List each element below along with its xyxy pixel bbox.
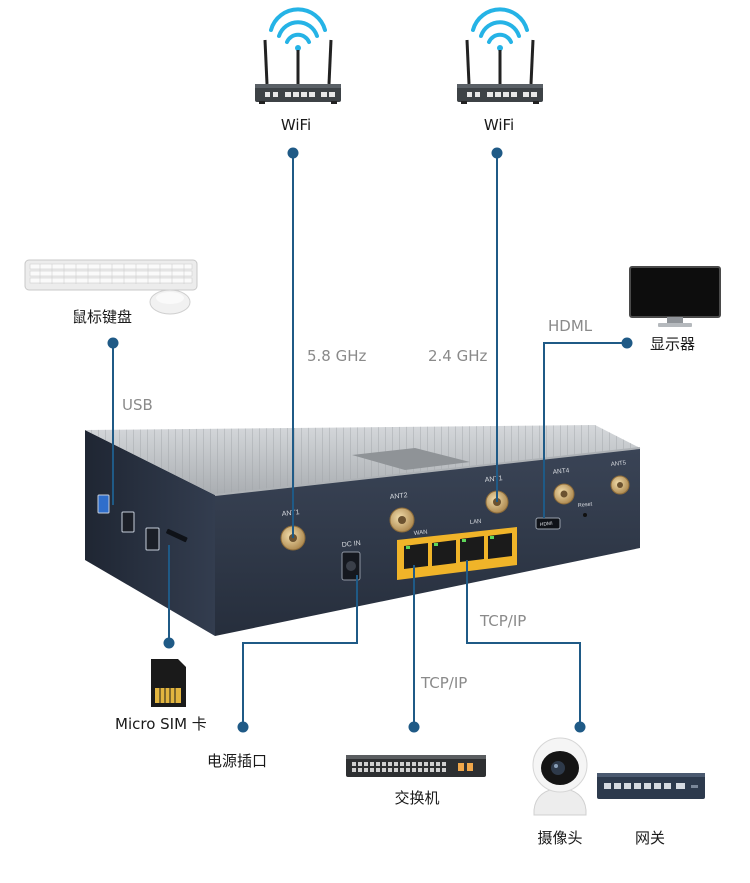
port-label-ant3: ANT1 bbox=[484, 475, 503, 484]
label-camera: 摄像头 bbox=[537, 829, 583, 847]
line-gateway bbox=[466, 560, 581, 727]
label-switch: 交换机 bbox=[394, 789, 440, 807]
wifi-signal-icon bbox=[269, 7, 327, 51]
gateway-icon bbox=[597, 773, 705, 799]
port-label-dc-in: DC IN bbox=[341, 540, 361, 549]
label-tcp-ip-lower: TCP/IP bbox=[421, 674, 468, 692]
label-usb: USB bbox=[122, 396, 153, 414]
line-hdmi bbox=[543, 342, 627, 518]
port-label-ant2: ANT2 bbox=[389, 492, 408, 501]
label-keyboard-mouse: 鼠标键盘 bbox=[72, 308, 133, 326]
connector-dots bbox=[107, 147, 633, 733]
label-wifi-right: WiFi bbox=[483, 116, 515, 134]
reset-button bbox=[583, 513, 587, 517]
wifi-signal-icon bbox=[471, 7, 529, 51]
usb-port-group bbox=[97, 494, 188, 551]
port-label-reset: Reset bbox=[578, 501, 593, 509]
dc-in-port bbox=[341, 551, 361, 581]
label-band-5g: 5.8 GHz bbox=[307, 347, 367, 365]
label-wifi-left: WiFi bbox=[280, 116, 312, 134]
sim-card-icon bbox=[151, 659, 186, 707]
edge-router-device: ANT1 ANT2 ANT1 ANT4 ANT5 DC IN WAN LAN H… bbox=[85, 425, 641, 636]
label-hdml: HDML bbox=[548, 317, 593, 335]
label-display: 显示器 bbox=[650, 335, 696, 353]
port-label-ant5: ANT5 bbox=[611, 460, 628, 468]
port-label-ant1: ANT1 bbox=[281, 509, 300, 518]
hdmi-port bbox=[535, 517, 561, 530]
wifi-router-right bbox=[457, 7, 543, 104]
connector-lines bbox=[112, 153, 627, 727]
port-label-lan: LAN bbox=[470, 519, 482, 526]
port-label-hdmi: HDMI bbox=[540, 521, 553, 528]
camera-icon bbox=[532, 737, 588, 816]
label-gateway: 网关 bbox=[634, 829, 666, 847]
monitor-icon bbox=[629, 266, 721, 327]
port-label-wan: WAN bbox=[414, 530, 428, 537]
port-label-ant4: ANT4 bbox=[552, 467, 570, 476]
label-micro-sim: Micro SIM 卡 bbox=[115, 715, 207, 733]
line-power bbox=[242, 575, 358, 727]
label-tcp-ip-upper: TCP/IP bbox=[480, 612, 527, 630]
label-band-24g: 2.4 GHz bbox=[428, 347, 488, 365]
switch-icon bbox=[346, 755, 486, 777]
wifi-router-left bbox=[255, 7, 341, 104]
keyboard-mouse-icon bbox=[24, 259, 198, 315]
label-power-socket: 电源插口 bbox=[207, 752, 268, 770]
ethernet-ports bbox=[397, 527, 517, 580]
